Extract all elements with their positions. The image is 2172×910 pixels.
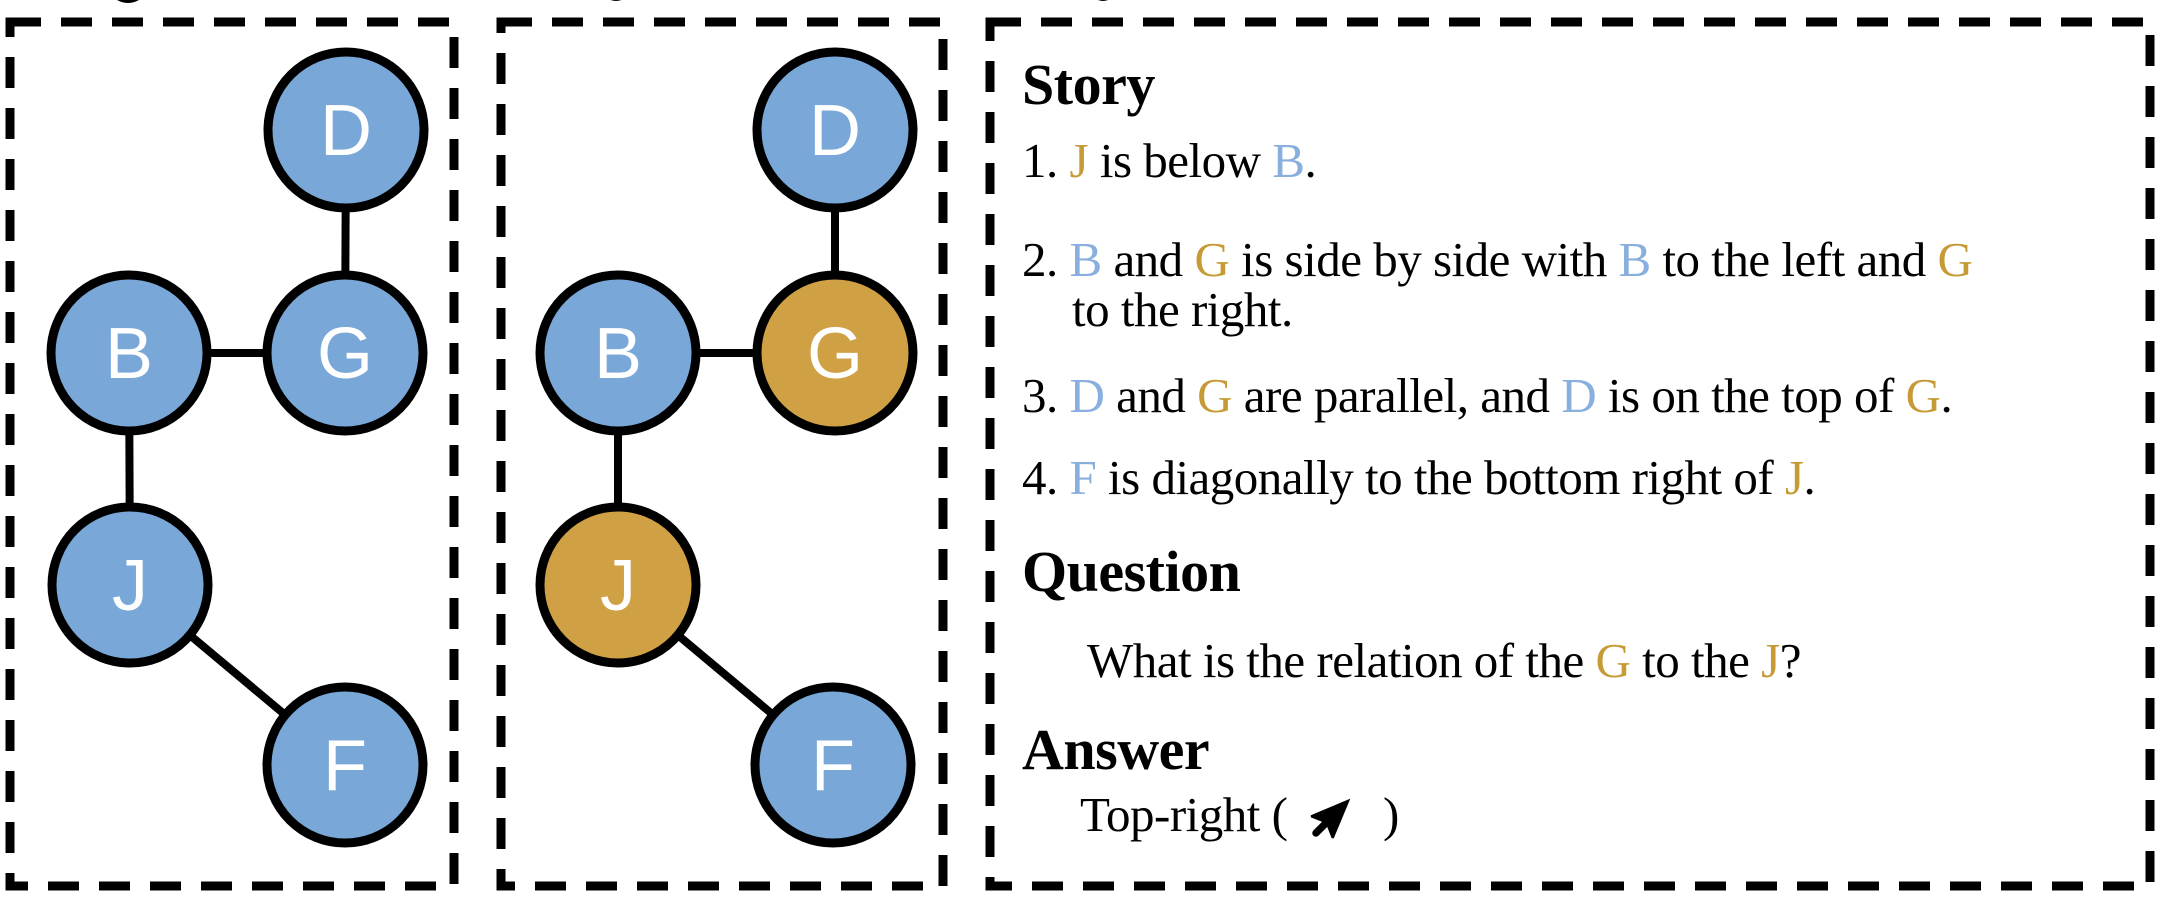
node-B-label: B — [105, 314, 153, 394]
story-item-4: 4. F is diagonally to the bottom right o… — [1022, 450, 1816, 505]
node-D-label: D — [809, 91, 861, 171]
cropped-glyph-mark — [117, 0, 139, 3]
node-F — [750, 682, 916, 848]
story-item-1: 1. J is below B. — [1022, 133, 1317, 188]
node-G — [752, 270, 918, 436]
node-B — [535, 270, 701, 436]
story-item-2-line-2: to the right. — [1072, 282, 1293, 337]
node-J-label: J — [600, 546, 636, 626]
node-F-label: F — [811, 726, 855, 806]
question-text: What is the relation of the G to the J? — [1087, 633, 1801, 688]
answer-suffix: ) — [1371, 787, 1399, 842]
story-heading: Story — [1022, 52, 1155, 117]
graph-left: D B G J F — [46, 47, 429, 848]
node-B — [46, 270, 212, 436]
answer-prefix: Top-right ( — [1080, 787, 1300, 842]
node-G-label: G — [317, 314, 373, 394]
node-J — [47, 502, 213, 668]
story-item-3: 3. D and G are parallel, and D is on the… — [1022, 368, 1953, 423]
cropped-glyph-mark — [610, 0, 622, 1]
node-G-label: G — [807, 314, 863, 394]
story-item-2-line-1: 2. B and G is side by side with B to the… — [1022, 232, 1973, 287]
node-D-label: D — [320, 91, 372, 171]
answer-text: Top-right ( ) — [1080, 788, 1399, 842]
node-J — [535, 502, 701, 668]
node-D — [752, 47, 918, 213]
node-F-label: F — [323, 726, 367, 806]
graph-middle: D B G J F — [535, 47, 918, 848]
node-F — [262, 682, 428, 848]
panel-left-border — [5, 17, 459, 891]
panel-middle-border — [496, 17, 948, 891]
question-heading: Question — [1022, 539, 1241, 604]
answer-heading: Answer — [1022, 717, 1210, 782]
node-D — [263, 47, 429, 213]
node-B-label: B — [594, 314, 642, 394]
top-right-arrow-icon — [1311, 798, 1351, 839]
cropped-glyph-mark — [1098, 0, 1108, 1]
node-G — [262, 270, 428, 436]
panel-right-border — [985, 17, 2155, 891]
node-J-label: J — [112, 546, 148, 626]
